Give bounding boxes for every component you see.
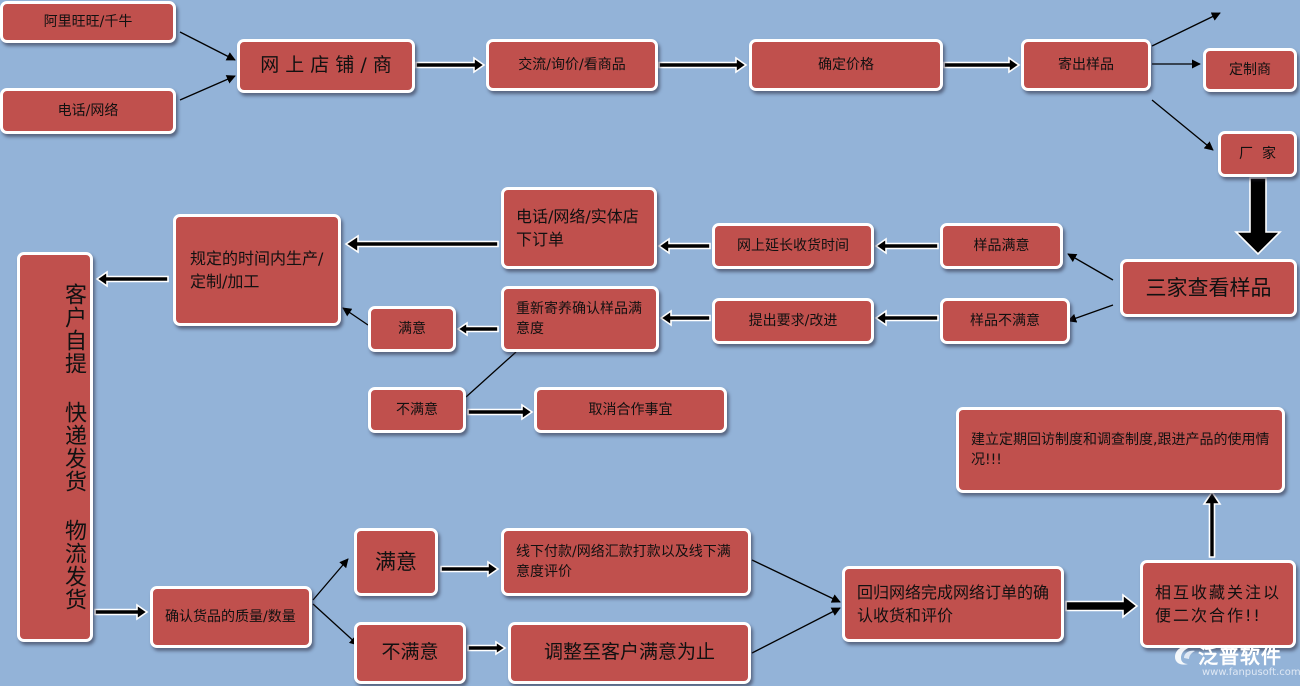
followup-box: 建立定期回访制度和调查制度,跟进产品的使用情况!!! bbox=[956, 407, 1285, 493]
line-aliwangwang-to-store bbox=[179, 31, 236, 61]
line-compare-to-satisfied bbox=[1067, 253, 1114, 281]
logo: 泛普软件 www.fanpusoft.com bbox=[1172, 640, 1300, 684]
logo-icon bbox=[1175, 646, 1195, 665]
line-phone-to-store bbox=[179, 75, 236, 101]
raise-requirements-box: 提出要求/改进 bbox=[712, 298, 874, 344]
production-box: 规定的时间内生产/定制/加工 bbox=[173, 214, 341, 326]
arrow-satisfied-to-extend bbox=[874, 237, 939, 255]
arrow-unsatisfied-to-adjust bbox=[467, 640, 507, 656]
arrow-price-to-samples bbox=[943, 56, 1021, 74]
adjust-box: 调整至客户满意为止 bbox=[508, 622, 751, 684]
cancel-box: 取消合作事宜 bbox=[534, 387, 727, 433]
online-complete-box: 回归网络完成网络订单的确认收货和评价 bbox=[842, 566, 1064, 642]
arrow-resend-to-satisfied bbox=[456, 321, 499, 337]
arrow-exchange-to-price bbox=[658, 56, 748, 74]
line-payment-to-complete bbox=[751, 559, 841, 603]
online-store-box: 网 上 店 铺 / 商 bbox=[237, 39, 415, 93]
custom-maker-box: 定制商 bbox=[1203, 48, 1297, 92]
sample-unsatisfied-box: 样品不满意 bbox=[940, 298, 1070, 344]
arrow-store-to-exchange bbox=[415, 56, 486, 74]
factory-box: 厂 家 bbox=[1218, 131, 1297, 177]
offline-payment-box: 线下付款/网络汇款打款以及线下满意度评价 bbox=[501, 528, 751, 596]
line-samples-to-factory bbox=[1151, 99, 1214, 151]
unsatisfied-small-box: 不满意 bbox=[368, 387, 466, 433]
logo-brand: 泛普软件 bbox=[1198, 644, 1282, 668]
arrow-requirements-to-resend bbox=[659, 309, 711, 327]
phone-network-store-box: 电话/网络/实体店下订单 bbox=[501, 187, 657, 269]
line-compare-to-unsatisfied bbox=[1067, 304, 1114, 323]
line-resend-to-unsatisfied bbox=[465, 351, 517, 398]
compare-samples-box: 三家查看样品 bbox=[1120, 259, 1297, 317]
line-adjust-to-complete bbox=[751, 607, 841, 654]
extend-receipt-box: 网上延长收货时间 bbox=[712, 223, 874, 269]
satisfied-small-box: 满意 bbox=[368, 306, 456, 352]
arrow-favorite-to-followup bbox=[1202, 490, 1222, 558]
arrow-factory-to-compare bbox=[1234, 177, 1282, 256]
phone-network-box: 电话/网络 bbox=[0, 88, 176, 134]
arrow-satisfied-to-payment bbox=[440, 560, 500, 578]
resend-confirm-box: 重新寄养确认样品满意度 bbox=[501, 286, 659, 352]
confirm-price-box: 确定价格 bbox=[749, 39, 943, 91]
line-satisfied-to-production bbox=[342, 307, 369, 326]
arrow-complete-to-favorite bbox=[1065, 593, 1139, 619]
exchange-box: 交流/询价/看商品 bbox=[486, 39, 658, 91]
line-quality-to-unsatisfied bbox=[312, 603, 359, 646]
sample-satisfied-box: 样品满意 bbox=[940, 223, 1063, 269]
arrow-order-to-production bbox=[344, 234, 499, 254]
aliwangwang-box: 阿里旺旺/千牛 bbox=[0, 1, 176, 43]
delivery-box: 客户自提 快递发货 物流发货 bbox=[17, 252, 93, 642]
confirm-quality-box: 确认货品的质量/数量 bbox=[150, 586, 312, 648]
mutual-favorite-box: 相互收藏关注以便二次合作!! bbox=[1140, 560, 1296, 648]
arrow-unsatisfied-to-requirements bbox=[874, 309, 939, 327]
arrow-production-to-delivery bbox=[95, 270, 169, 288]
arrow-delivery-to-quality bbox=[94, 603, 149, 621]
arrow-unsatisfied-to-cancel bbox=[467, 403, 534, 421]
line-quality-to-satisfied bbox=[312, 558, 349, 601]
logo-url: www.fanpusoft.com bbox=[1202, 667, 1300, 678]
satisfied-big-box: 满意 bbox=[354, 528, 438, 596]
line-samples-to-other bbox=[1151, 12, 1221, 47]
send-samples-box: 寄出样品 bbox=[1021, 39, 1151, 91]
arrow-extend-to-order bbox=[657, 237, 711, 255]
unsatisfied-big-box: 不满意 bbox=[354, 622, 466, 684]
